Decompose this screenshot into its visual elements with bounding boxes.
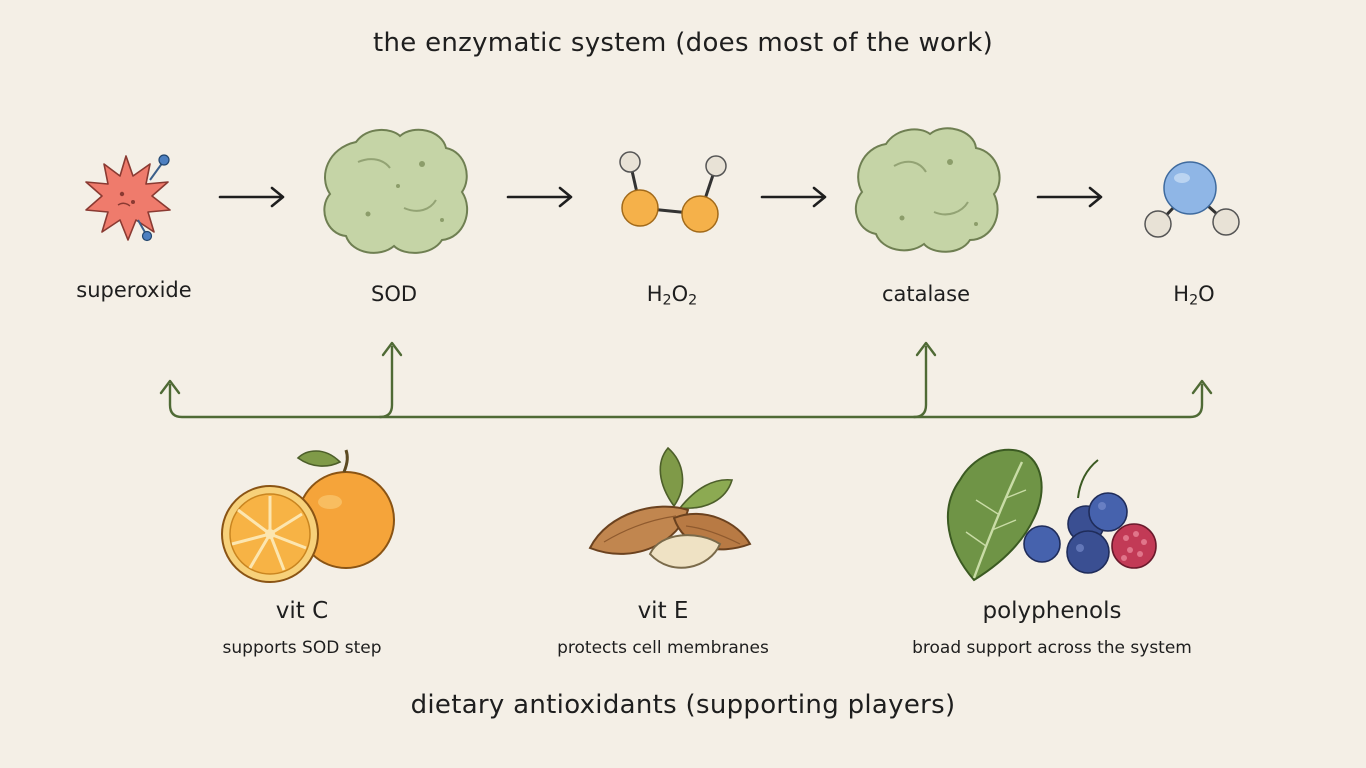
superoxide-icon [85, 154, 171, 242]
sod-enzyme-icon [323, 128, 469, 254]
sod-label: SOD [370, 282, 418, 306]
polyphenols-label: polyphenols [982, 598, 1122, 624]
support-connector [159, 341, 1213, 419]
catalase-label: catalase [881, 282, 971, 306]
arrow-right-icon [506, 186, 573, 208]
polyphenols-description: broad support across the system [912, 638, 1192, 658]
water-label: H2O [1173, 282, 1215, 309]
arrow-right-icon [760, 186, 827, 208]
vit-e-label: vit E [637, 598, 689, 624]
almonds-icon [588, 446, 752, 569]
orange-icon [221, 449, 395, 583]
vit-e-description: protects cell membranes [557, 638, 769, 658]
bottom-title: dietary antioxidants (supporting players… [410, 690, 956, 720]
water-molecule-icon [1144, 161, 1240, 238]
hydrogen-peroxide-icon [619, 151, 727, 233]
catalase-enzyme-icon [854, 127, 1001, 253]
arrow-right-icon [1036, 186, 1103, 208]
vit-c-description: supports SOD step [222, 638, 382, 658]
hydrogen-peroxide-label: H2O2 [646, 282, 698, 309]
superoxide-label: superoxide [76, 278, 192, 302]
vit-c-label: vit C [275, 598, 329, 624]
top-title: the enzymatic system (does most of the w… [372, 28, 994, 58]
berries-greens-icon [946, 448, 1157, 582]
arrow-right-icon [218, 186, 285, 208]
